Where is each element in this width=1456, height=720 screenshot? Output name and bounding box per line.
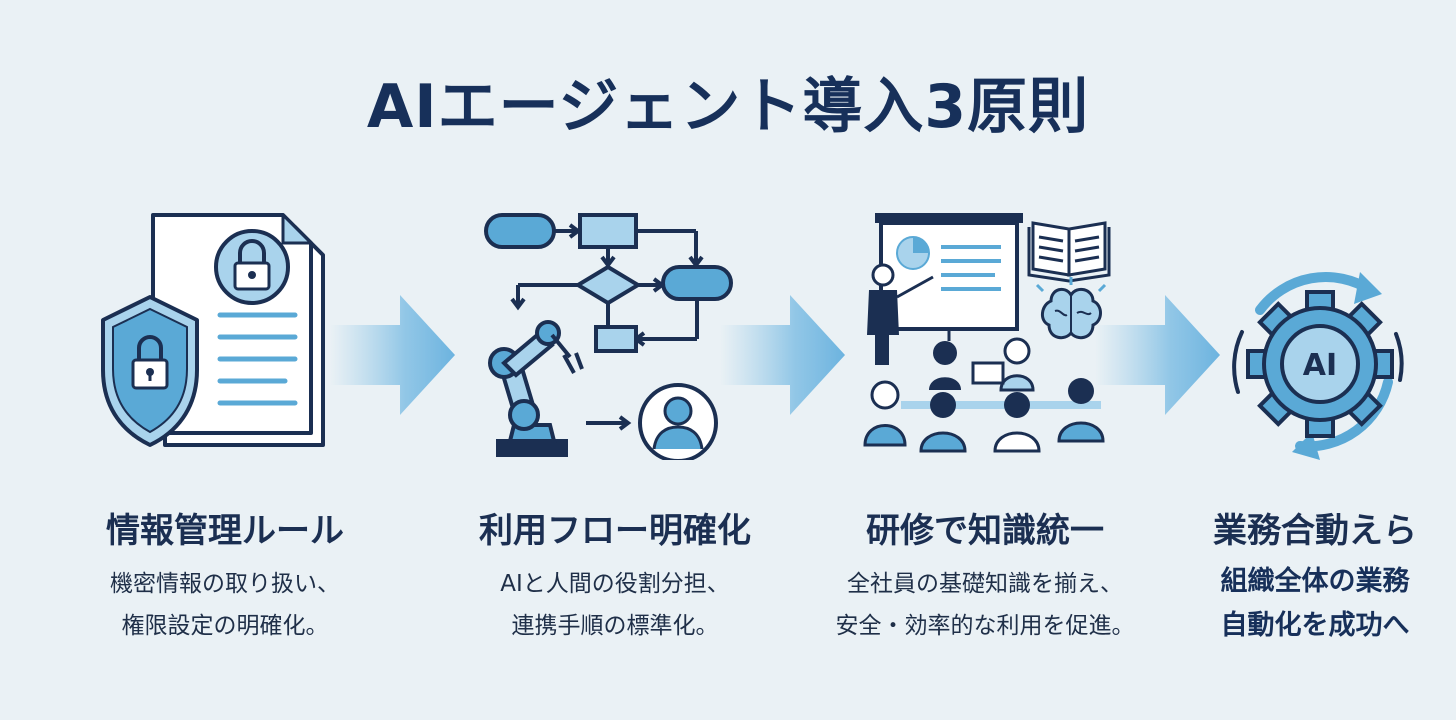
step-4-line-1: 組織全体の業務 bbox=[1220, 566, 1410, 597]
robot-arm-icon bbox=[488, 320, 632, 457]
arrow-right-icon bbox=[720, 295, 845, 415]
step-1-line-2: 権限設定の明確化。 bbox=[121, 613, 329, 639]
step-4-line-2: 自動化を成功へ bbox=[1220, 610, 1410, 641]
step-2-illustration bbox=[484, 213, 733, 460]
gear-ai-label: AI bbox=[1302, 348, 1338, 383]
step-1-line-1: 機密情報の取り扱い、 bbox=[110, 571, 340, 597]
step-1-heading: 情報管理ルール bbox=[106, 511, 344, 551]
person-icon bbox=[638, 383, 718, 460]
arrow-right-icon bbox=[330, 295, 455, 415]
step-4-heading: 業務合動えら bbox=[1213, 511, 1417, 551]
step-2-line-2: 連携手順の標準化。 bbox=[511, 613, 719, 639]
ai-gear-cycle-icon bbox=[1232, 272, 1404, 460]
brain-icon bbox=[1035, 277, 1107, 340]
presentation-board-icon bbox=[867, 213, 1023, 365]
arrow-right-icon bbox=[1095, 295, 1220, 415]
step-3-heading: 研修で知識統一 bbox=[866, 511, 1104, 551]
step-1-description: 機密情報の取り扱い、 権限設定の明確化。 bbox=[75, 563, 375, 647]
flowchart-icon bbox=[484, 213, 733, 353]
shield-lock-icon bbox=[101, 295, 199, 447]
step-3-line-2: 安全・効率的な利用を促進。 bbox=[835, 613, 1135, 639]
step-2-heading: 利用フロー明確化 bbox=[479, 511, 751, 551]
page-title: AIエージェント導入3原則 bbox=[366, 72, 1090, 142]
audience-icon bbox=[863, 337, 1105, 453]
step-2-line-1: AIと人間の役割分担、 bbox=[500, 571, 730, 597]
open-book-icon bbox=[1027, 221, 1111, 283]
step-1-illustration bbox=[101, 213, 325, 447]
lock-icon bbox=[214, 229, 290, 305]
step-2-description: AIと人間の役割分担、 連携手順の標準化。 bbox=[450, 563, 780, 647]
step-4-description: 組織全体の業務 自動化を成功へ bbox=[1190, 560, 1440, 648]
step-3-description: 全社員の基礎知識を揃え、 安全・効率的な利用を促進。 bbox=[805, 563, 1165, 647]
step-4-illustration bbox=[1232, 272, 1404, 460]
step-3-line-1: 全社員の基礎知識を揃え、 bbox=[847, 571, 1123, 597]
step-3-illustration bbox=[863, 213, 1111, 453]
